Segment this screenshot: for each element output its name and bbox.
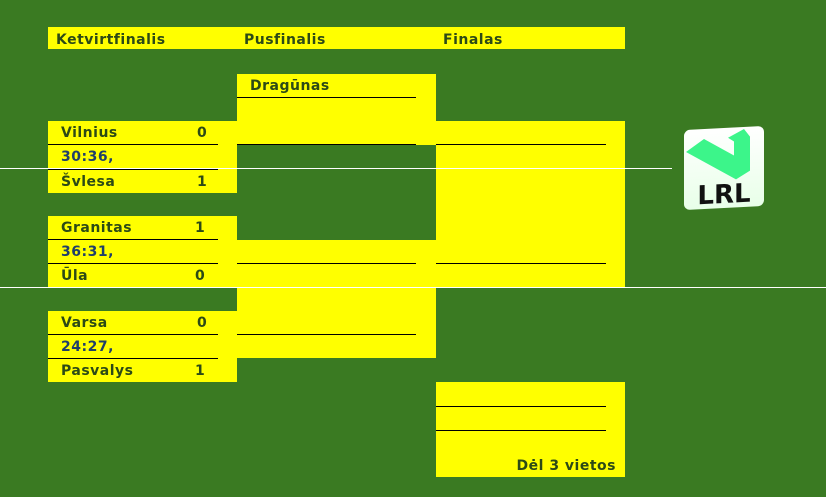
header-quarterfinals: Ketvirtfinalis [56, 32, 166, 48]
match-result: 36:31, [61, 244, 114, 260]
divider-line [0, 168, 672, 169]
match-result: 30:36, [61, 149, 114, 165]
third-place-label: Dėl 3 vietos [516, 458, 616, 474]
header-semifinals: Pusfinalis [244, 32, 326, 48]
team-score: 0 [197, 315, 208, 331]
team-name: Vilnius [61, 125, 118, 141]
team-name: Švlesa [61, 174, 116, 190]
header-bar [48, 27, 625, 49]
semifinal-box-2 [237, 240, 436, 358]
team-name: Ūla [61, 268, 89, 284]
semifinal-box-1 [237, 74, 436, 145]
match-result: 24:27, [61, 339, 114, 355]
semifinal-seed-team: Dragūnas [250, 78, 330, 94]
team-score: 1 [195, 220, 206, 236]
team-score: 1 [197, 174, 208, 190]
team-name: Varsa [61, 315, 108, 331]
final-box [436, 121, 625, 288]
lrl-logo: LRL [684, 125, 764, 211]
header-final: Finalas [443, 32, 503, 48]
divider-line [0, 287, 826, 288]
team-score: 0 [195, 268, 206, 284]
team-name: Granitas [61, 220, 133, 236]
team-name: Pasvalys [61, 363, 134, 379]
team-score: 1 [195, 363, 206, 379]
team-score: 0 [197, 125, 208, 141]
svg-text:LRL: LRL [697, 179, 750, 210]
third-place-box [436, 382, 625, 477]
